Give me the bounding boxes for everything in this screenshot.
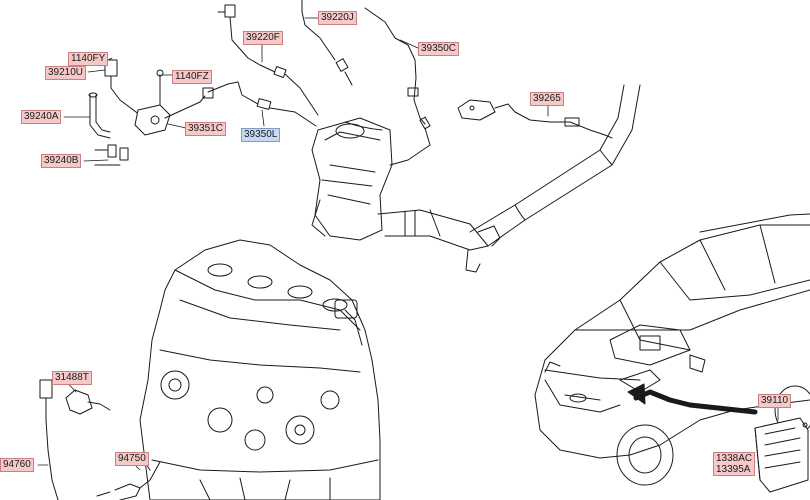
- part-label-39240A[interactable]: 39240A: [21, 110, 62, 124]
- exhaust-pipe: [469, 84, 641, 247]
- part-label-39350C[interactable]: 39350C: [418, 42, 460, 56]
- part-label-94750[interactable]: 94750: [115, 452, 149, 466]
- crank-sensor: [39, 379, 111, 500]
- part-label-39220J[interactable]: 39220J: [318, 11, 357, 25]
- part-label-39350L[interactable]: 39350L: [241, 128, 281, 142]
- part-label-1338AC-13395A[interactable]: 1338AC 13395A: [713, 452, 756, 476]
- part-label-39265[interactable]: 39265: [530, 92, 564, 106]
- engine-block: [139, 239, 381, 500]
- part-label-13395A: 13395A: [716, 464, 751, 475]
- location-arrow: [627, 383, 758, 415]
- part-label-1140FY[interactable]: 1140FY: [68, 52, 109, 66]
- part-label-39110[interactable]: 39110: [758, 394, 792, 408]
- vehicle-outline: [534, 213, 810, 486]
- leader-lines: [37, 17, 779, 471]
- part-label-39240B[interactable]: 39240B: [41, 154, 82, 168]
- part-label-31488T[interactable]: 31488T: [52, 371, 92, 385]
- part-label-94760[interactable]: 94760: [0, 458, 34, 472]
- part-label-1338AC: 1338AC: [716, 453, 753, 464]
- part-label-39351C[interactable]: 39351C: [185, 122, 227, 136]
- part-label-39220F[interactable]: 39220F: [243, 31, 283, 45]
- pressure-sensor-assembly: [88, 59, 206, 166]
- part-label-1140FZ[interactable]: 1140FZ: [172, 70, 212, 84]
- ecu-module: [730, 417, 809, 493]
- part-label-39210U[interactable]: 39210U: [45, 66, 87, 80]
- pm-sensor: [457, 99, 613, 139]
- sensor-wiring: [202, 0, 431, 166]
- catalytic-converter: [311, 117, 501, 273]
